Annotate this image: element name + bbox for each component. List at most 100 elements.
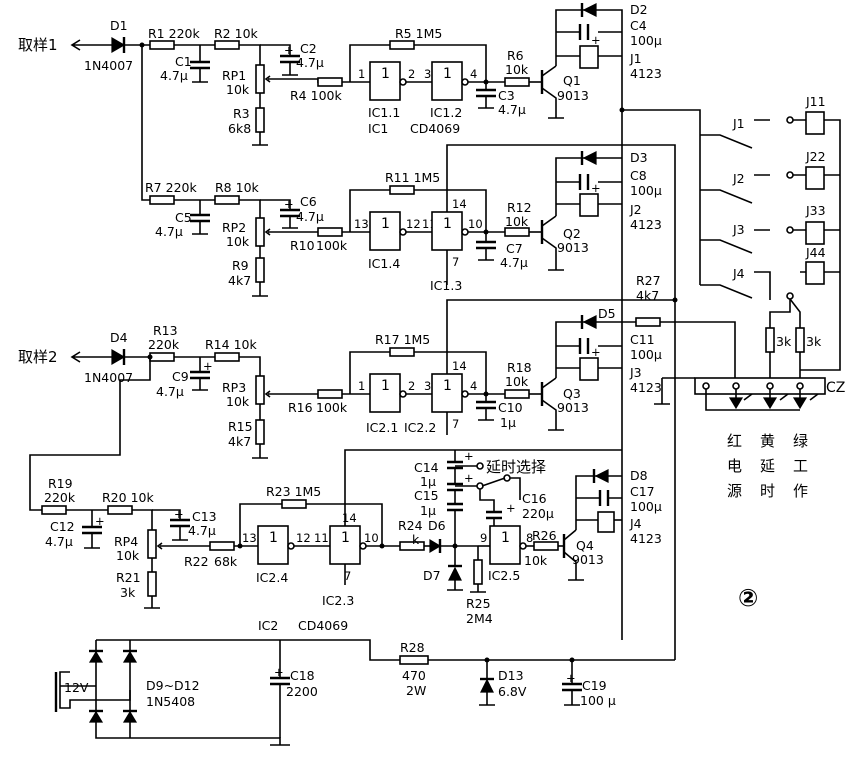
inverter-ic1-2 bbox=[431, 61, 463, 101]
connector-cz bbox=[694, 377, 826, 395]
j2-label: J2 bbox=[629, 202, 642, 217]
r25-value: 2M4 bbox=[466, 611, 493, 626]
legend-red-3: 源 bbox=[727, 482, 742, 500]
d1-label: D1 bbox=[110, 18, 128, 33]
c6-value: 4.7μ bbox=[296, 209, 324, 224]
r12-label: R12 bbox=[507, 200, 532, 215]
ic2-1-label: IC2.1 bbox=[366, 420, 398, 435]
svg-text:8: 8 bbox=[526, 531, 533, 545]
q2-value: 9013 bbox=[557, 240, 589, 255]
legend-red-1: 红 bbox=[727, 432, 742, 450]
svg-text:13: 13 bbox=[242, 531, 257, 545]
svg-text:1: 1 bbox=[381, 216, 390, 232]
c7-value: 4.7μ bbox=[500, 255, 528, 270]
svg-text:1: 1 bbox=[341, 530, 350, 546]
figure-number: ② bbox=[738, 584, 758, 612]
rp3-label: RP3 bbox=[222, 380, 246, 395]
c1-label: C1 bbox=[175, 54, 192, 69]
svg-text:14: 14 bbox=[342, 511, 357, 525]
inverter-ic2-2 bbox=[431, 373, 463, 413]
resistor-r19 bbox=[41, 505, 67, 515]
c11-value: 100μ bbox=[630, 347, 662, 362]
diode-d8 bbox=[594, 469, 609, 483]
r9-value: 4k7 bbox=[228, 273, 251, 288]
svg-text:2: 2 bbox=[408, 67, 415, 81]
bridge-diode-3 bbox=[88, 710, 104, 723]
led-green bbox=[792, 397, 808, 410]
r9-label: R9 bbox=[232, 258, 249, 273]
r26-value: 10k bbox=[524, 553, 548, 568]
inverter-ic2-4 bbox=[257, 525, 289, 565]
svg-text:+: + bbox=[174, 507, 184, 521]
ic2-4-label: IC2.4 bbox=[256, 570, 288, 585]
relay-coil-j4 bbox=[597, 511, 615, 533]
svg-text:+: + bbox=[464, 471, 474, 485]
svg-text:10: 10 bbox=[468, 217, 483, 231]
r3-value: 6k8 bbox=[228, 121, 251, 136]
j3-label: J3 bbox=[629, 365, 642, 380]
j22-label: J22 bbox=[805, 149, 826, 164]
ic2-2-label: IC2.2 bbox=[404, 420, 436, 435]
stage-1: 取样1 D1 1N4007 R1 220k R2 10k C1 4.7μ RP1… bbox=[18, 2, 701, 146]
r28-power: 2W bbox=[406, 683, 426, 698]
j4-value: 4123 bbox=[630, 531, 662, 546]
r21-label: R21 bbox=[116, 570, 141, 585]
inverter-ic2-5 bbox=[489, 525, 521, 565]
resistor-r10 bbox=[317, 227, 343, 237]
diode-d7 bbox=[448, 566, 462, 581]
inverter-ic1-1 bbox=[369, 61, 401, 101]
bridge-diode-4 bbox=[122, 710, 138, 723]
c19-value: 100 μ bbox=[580, 693, 616, 708]
d4-value: 1N4007 bbox=[84, 370, 133, 385]
q3-value: 9013 bbox=[557, 400, 589, 415]
q4-label: Q4 bbox=[576, 538, 594, 553]
rp4-value: 10k bbox=[116, 548, 140, 563]
svg-text:10: 10 bbox=[364, 531, 379, 545]
power-supply: 12V D9~D12 1N5408 + C18 2200 R28 470 2W … bbox=[54, 639, 675, 746]
rp1-label: RP1 bbox=[222, 68, 246, 83]
d9-d12-label: D9~D12 bbox=[146, 678, 200, 693]
delay-select-label: 延时选择 bbox=[486, 458, 546, 476]
q1-value: 9013 bbox=[557, 88, 589, 103]
resistor-r27 bbox=[635, 317, 661, 327]
svg-text:+: + bbox=[566, 671, 576, 685]
c18-label: C18 bbox=[290, 668, 315, 683]
svg-text:+: + bbox=[591, 33, 601, 47]
svg-text:11: 11 bbox=[314, 531, 329, 545]
r17-label: R17 1M5 bbox=[375, 332, 430, 347]
svg-text:1: 1 bbox=[443, 66, 452, 82]
q2-label: Q2 bbox=[563, 226, 581, 241]
r15-value: 4k7 bbox=[228, 434, 251, 449]
resistor-r18 bbox=[504, 389, 530, 399]
bridge-diode-1 bbox=[88, 650, 104, 663]
resistor-r1 bbox=[149, 40, 175, 50]
resistor-r25 bbox=[473, 559, 483, 585]
svg-text:7: 7 bbox=[452, 417, 459, 431]
svg-text:+: + bbox=[591, 181, 601, 195]
legend-green-1: 绿 bbox=[793, 432, 808, 450]
resistor-3k-right bbox=[795, 327, 805, 353]
r6-value: 10k bbox=[505, 62, 529, 77]
r6-label: R6 bbox=[507, 48, 524, 63]
r28-value: 470 bbox=[402, 668, 426, 683]
c1-value: 4.7μ bbox=[160, 68, 188, 83]
c6-label: C6 bbox=[300, 194, 317, 209]
resistor-r3 bbox=[255, 107, 265, 133]
c2-label: C2 bbox=[300, 41, 317, 56]
d4-label: D4 bbox=[110, 330, 128, 345]
q3-label: Q3 bbox=[563, 386, 581, 401]
r18-value: 10k bbox=[505, 374, 529, 389]
resistor-r28 bbox=[399, 655, 429, 665]
svg-text:2: 2 bbox=[408, 379, 415, 393]
resistor-r12 bbox=[504, 227, 530, 237]
relay-j44 bbox=[805, 261, 825, 285]
r22-label: R22 bbox=[184, 554, 209, 569]
resistor-r6 bbox=[504, 77, 530, 87]
relay-contacts: J1 J2 J3 J4 J11 J22 J33 J44 3k 3k CZ bbox=[654, 94, 845, 612]
svg-text:+: + bbox=[274, 665, 284, 679]
led-yellow bbox=[762, 397, 778, 410]
potentiometer-rp4 bbox=[147, 529, 157, 559]
r3-label: R3 bbox=[233, 106, 250, 121]
diode-d2 bbox=[582, 3, 597, 17]
